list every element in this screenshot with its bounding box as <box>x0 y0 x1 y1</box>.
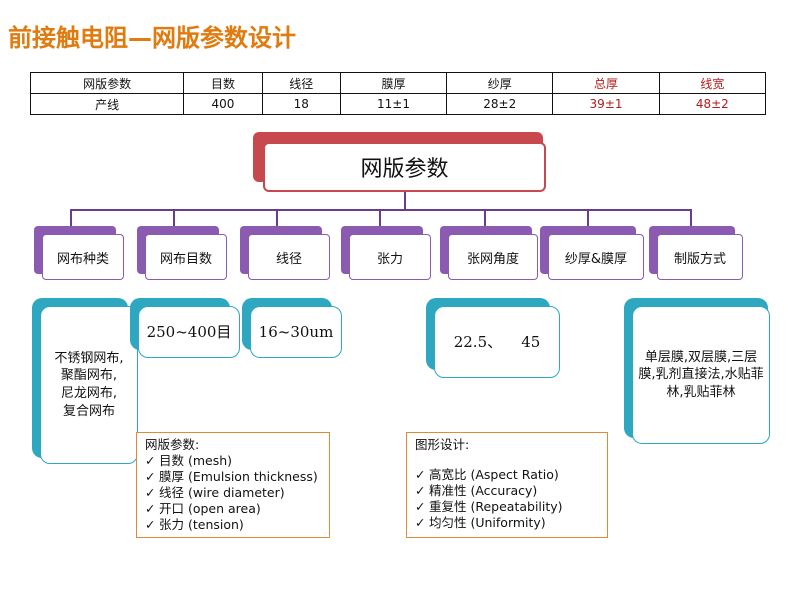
table-cell: 18 <box>261 93 341 115</box>
detail-plate-method: 单层膜,双层膜,三层膜,乳剂直接法,水贴菲林,乳贴菲林 <box>632 306 770 444</box>
table-cell: 网版参数 <box>29 72 185 94</box>
page-title: 前接触电阻—网版参数设计 <box>8 24 296 52</box>
category-mesh-type: 网布种类 <box>42 234 124 280</box>
detail-wire-diameter: 16~30um <box>250 306 342 358</box>
check-icon: ✓ <box>415 483 426 498</box>
check-icon: ✓ <box>145 469 156 484</box>
category-thickness: 纱厚&膜厚 <box>548 234 644 280</box>
table-cell: 48±2 <box>658 93 767 115</box>
check-icon: ✓ <box>145 485 156 500</box>
branch-connector <box>379 209 381 229</box>
legend-item: ✓张力 (tension) <box>145 517 244 532</box>
legend-pattern-design: 图形设计: ✓高宽比 (Aspect Ratio) ✓精准性 (Accuracy… <box>406 432 608 538</box>
detail-mesh-type: 不锈钢网布, 聚酯网布, 尼龙网布, 复合网布 <box>40 306 138 464</box>
legend-item: ✓高宽比 (Aspect Ratio) <box>415 467 559 482</box>
table-cell: 膜厚 <box>339 72 448 94</box>
table-header-row: 网版参数 目数 线径 膜厚 纱厚 总厚 线宽 <box>29 72 767 94</box>
table-cell: 产线 <box>29 93 185 115</box>
legend-item: ✓目数 (mesh) <box>145 453 233 468</box>
horizontal-connector <box>70 209 692 211</box>
parameter-table: 网版参数 目数 线径 膜厚 纱厚 总厚 线宽 产线 400 18 11±1 28… <box>29 72 767 115</box>
root-connector <box>404 192 406 210</box>
legend-screen-parameters: 网版参数: ✓目数 (mesh) ✓膜厚 (Emulsion thickness… <box>136 432 330 538</box>
legend-item: ✓重复性 (Repeatability) <box>415 499 563 514</box>
branch-connector <box>587 209 589 229</box>
category-wire-diameter: 线径 <box>248 234 330 280</box>
table-cell: 总厚 <box>552 72 660 94</box>
check-icon: ✓ <box>415 515 426 530</box>
check-icon: ✓ <box>145 453 156 468</box>
legend-heading: 图形设计: <box>415 437 470 452</box>
branch-connector <box>173 209 175 229</box>
table-cell: 纱厚 <box>446 72 554 94</box>
root-node: 网版参数 <box>263 142 546 192</box>
legend-item: ✓膜厚 (Emulsion thickness) <box>145 469 318 484</box>
legend-heading: 网版参数: <box>145 437 200 452</box>
table-cell: 28±2 <box>446 93 554 115</box>
legend-item: ✓均匀性 (Uniformity) <box>415 515 546 530</box>
detail-angle: 22.5、 45 <box>434 306 560 378</box>
table-cell: 目数 <box>183 72 263 94</box>
table-cell: 线径 <box>261 72 341 94</box>
table-cell: 11±1 <box>339 93 448 115</box>
table-cell: 400 <box>183 93 263 115</box>
check-icon: ✓ <box>145 517 156 532</box>
detail-mesh-count: 250~400目 <box>138 306 240 358</box>
category-angle: 张网角度 <box>448 234 538 280</box>
branch-connector <box>484 209 486 229</box>
category-mesh-count: 网布目数 <box>145 234 227 280</box>
table-row: 产线 400 18 11±1 28±2 39±1 48±2 <box>29 93 767 115</box>
table-cell: 线宽 <box>658 72 767 94</box>
branch-connector <box>70 209 72 229</box>
legend-item: ✓精准性 (Accuracy) <box>415 483 538 498</box>
table-cell: 39±1 <box>552 93 660 115</box>
branch-connector <box>690 209 692 229</box>
branch-connector <box>276 209 278 229</box>
category-tension: 张力 <box>349 234 431 280</box>
check-icon: ✓ <box>415 499 426 514</box>
legend-item: ✓开口 (open area) <box>145 501 261 516</box>
check-icon: ✓ <box>145 501 156 516</box>
legend-item: ✓线径 (wire diameter) <box>145 485 285 500</box>
category-plate-method: 制版方式 <box>657 234 743 280</box>
check-icon: ✓ <box>415 467 426 482</box>
